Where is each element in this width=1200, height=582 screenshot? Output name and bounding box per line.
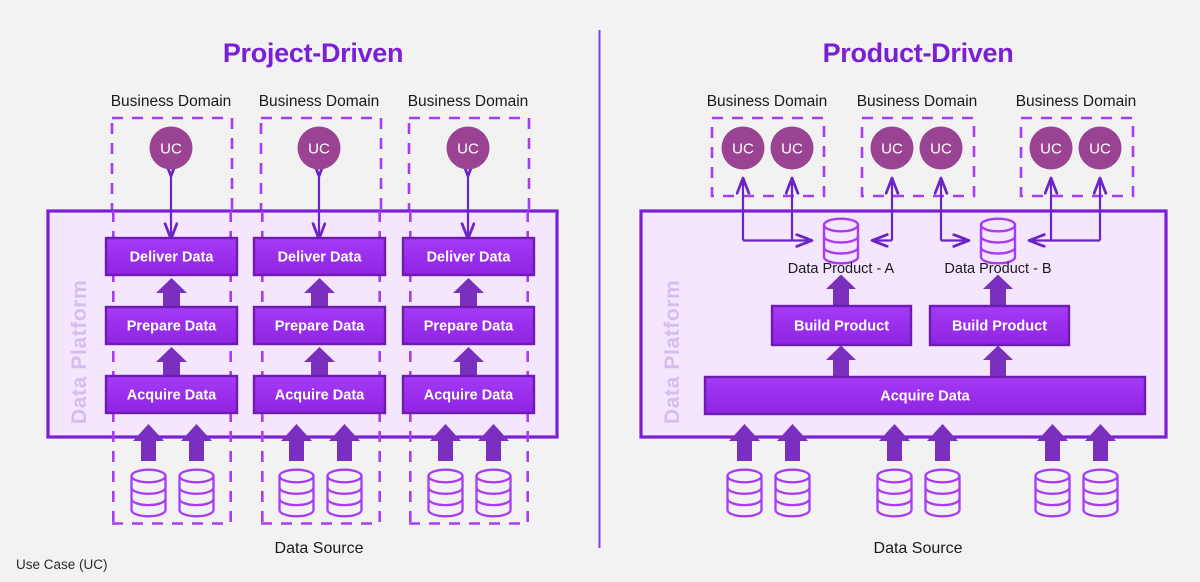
process-box-acquire-data[interactable]: [104, 374, 239, 415]
block-arrow-source: [133, 424, 164, 461]
process-box-acquire-data[interactable]: [252, 374, 387, 415]
process-label: Acquire Data: [275, 388, 365, 404]
process-box-prepare-data[interactable]: [104, 305, 239, 346]
data-source-cylinder: [726, 468, 1119, 518]
use-case-circle: [721, 126, 765, 170]
process-box-deliver-data[interactable]: [401, 236, 536, 277]
process-label: Acquire Data: [424, 388, 514, 404]
use-case-label: UC: [781, 141, 803, 158]
process-box-acquire-data[interactable]: [401, 374, 536, 415]
panel-project-driven: Business Domain Business Domain Business…: [46, 93, 559, 557]
process-box-build-product[interactable]: [928, 304, 1071, 347]
data-source-label: Data Source: [874, 540, 963, 557]
process-label: Acquire Data: [880, 389, 970, 405]
domain-boundary: [860, 116, 976, 198]
domain-label: Business Domain: [408, 93, 529, 110]
domain-boundary: [407, 116, 531, 218]
domain-boundary: [110, 116, 234, 218]
use-case-label: UC: [732, 141, 754, 158]
data-product-label: Data Product - B: [944, 261, 1051, 277]
block-arrow-up: [453, 278, 484, 311]
use-case-circle: [770, 126, 814, 170]
block-arrow-source: [430, 424, 461, 461]
data-product-cylinder: [822, 217, 1017, 265]
use-case-circle: [446, 126, 490, 170]
process-label: Deliver Data: [130, 250, 215, 266]
use-case-label: UC: [160, 141, 182, 158]
process-box-acquire-data[interactable]: [703, 375, 1147, 416]
block-arrow-source: [1085, 424, 1116, 461]
domain-boundary: [710, 116, 826, 198]
use-case-circle: [1029, 126, 1073, 170]
use-case-circle: [870, 126, 914, 170]
domain-label: Business Domain: [857, 93, 978, 110]
panel-product-driven: Business Domain Business Domain Business…: [639, 93, 1168, 557]
process-label: Acquire Data: [127, 388, 217, 404]
domain-label: Business Domain: [707, 93, 828, 110]
process-box-prepare-data[interactable]: [401, 305, 536, 346]
domain-label: Business Domain: [259, 93, 380, 110]
process-label: Deliver Data: [427, 250, 512, 266]
block-arrow-up: [826, 274, 856, 307]
block-arrow-source: [281, 424, 312, 461]
block-arrow-up: [983, 274, 1013, 307]
use-case-circle: [919, 126, 963, 170]
block-arrow-up: [156, 347, 187, 380]
use-case-label: UC: [881, 141, 903, 158]
domain-label: Business Domain: [1016, 93, 1137, 110]
use-case-circle: [149, 126, 193, 170]
domain-boundary: [259, 116, 383, 218]
data-source-cylinder: [130, 468, 512, 518]
data-platform-label: Data Platform: [68, 280, 91, 424]
panel-title-left: Project-Driven: [223, 38, 403, 68]
use-case-label: UC: [930, 141, 952, 158]
process-box-deliver-data[interactable]: [252, 236, 387, 277]
data-platform-label: Data Platform: [661, 280, 684, 424]
process-label: Prepare Data: [424, 319, 514, 335]
block-arrow-source: [777, 424, 808, 461]
block-arrow-up: [156, 278, 187, 311]
block-arrow-up: [304, 347, 335, 380]
use-case-label: UC: [1040, 141, 1062, 158]
use-case-circle: [297, 126, 341, 170]
block-arrow-up: [453, 347, 484, 380]
block-arrow-source: [927, 424, 958, 461]
domain-label: Business Domain: [111, 93, 232, 110]
block-arrow-source: [329, 424, 360, 461]
use-case-label: UC: [457, 141, 479, 158]
panel-title-right: Product-Driven: [823, 38, 1014, 68]
block-arrow-source: [478, 424, 509, 461]
use-case-label: UC: [1089, 141, 1111, 158]
legend-caption: Use Case (UC): [16, 557, 108, 572]
block-arrow-up: [983, 345, 1013, 378]
process-label: Prepare Data: [127, 319, 217, 335]
block-arrow-source: [729, 424, 760, 461]
process-label: Build Product: [952, 319, 1047, 335]
process-box-build-product[interactable]: [770, 304, 913, 347]
process-box-deliver-data[interactable]: [104, 236, 239, 277]
block-arrow-source: [181, 424, 212, 461]
process-label: Prepare Data: [275, 319, 365, 335]
block-arrow-up: [304, 278, 335, 311]
domain-boundary: [1019, 116, 1135, 198]
process-label: Build Product: [794, 319, 889, 335]
block-arrow-source: [1037, 424, 1068, 461]
block-arrow-source: [879, 424, 910, 461]
use-case-circle: [1078, 126, 1122, 170]
process-box-prepare-data[interactable]: [252, 305, 387, 346]
use-case-label: UC: [308, 141, 330, 158]
block-arrow-up: [826, 345, 856, 378]
data-product-label: Data Product - A: [788, 261, 895, 277]
process-label: Deliver Data: [278, 250, 363, 266]
data-source-label: Data Source: [275, 540, 364, 557]
